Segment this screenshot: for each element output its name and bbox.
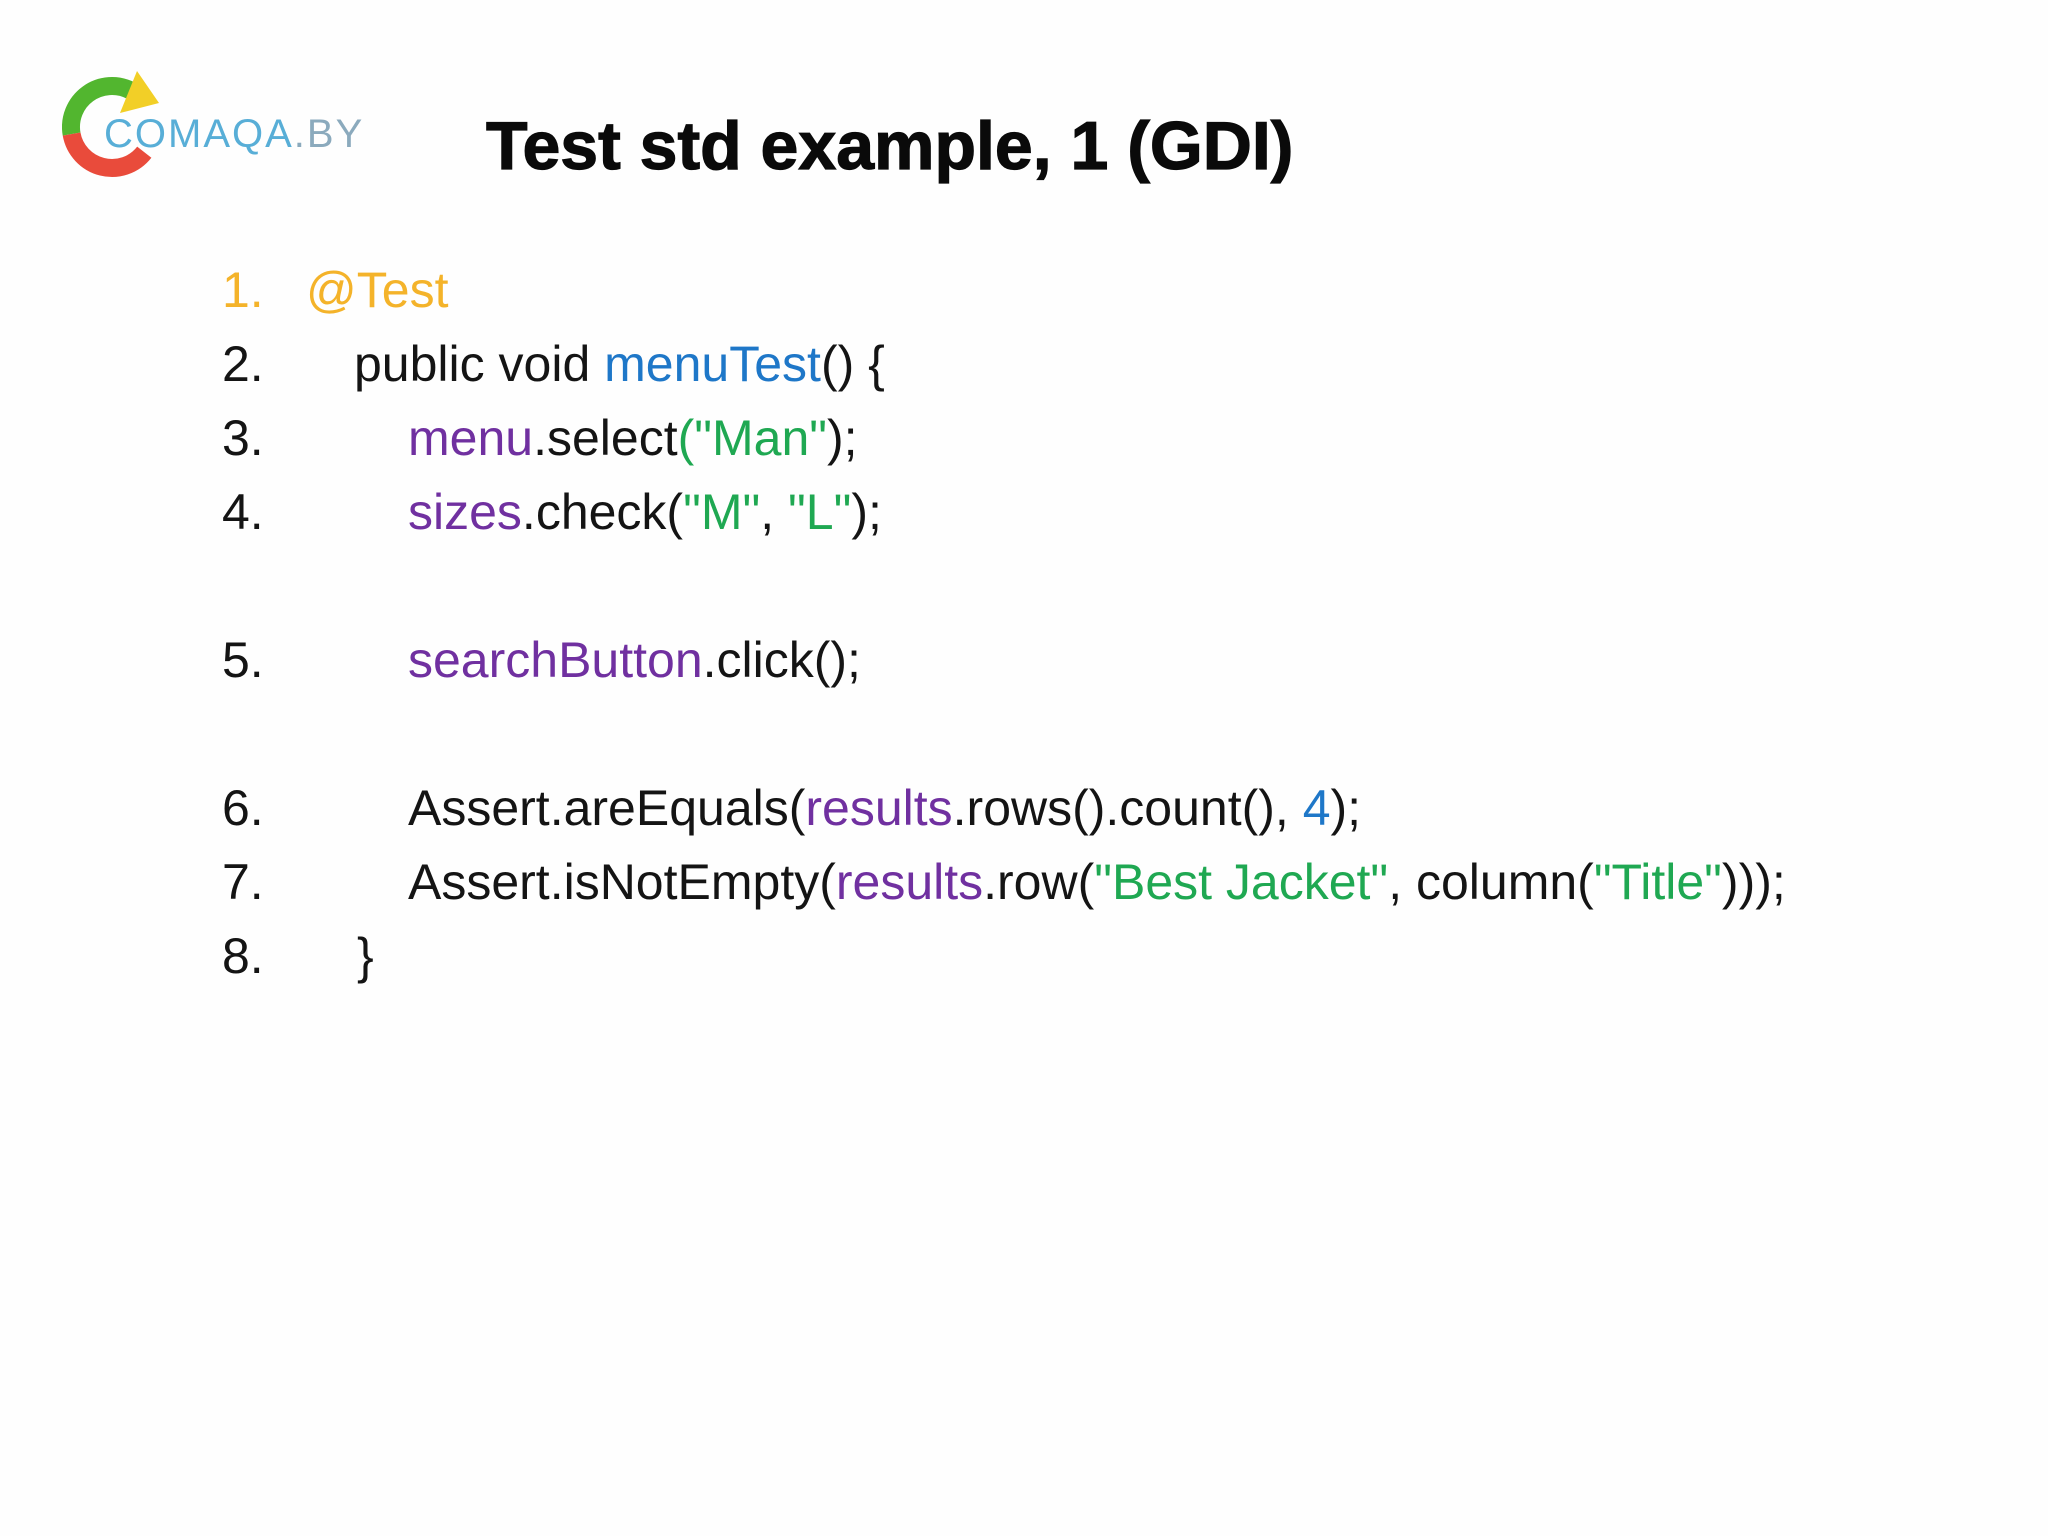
code-text: } <box>357 919 374 993</box>
code-token: Assert.areEquals( <box>408 780 806 836</box>
code-text: public void menuTest() { <box>354 327 885 401</box>
code-token: .rows().count(), <box>952 780 1303 836</box>
code-line-8: 8.} <box>0 919 2048 993</box>
code-line-6: 6. Assert.areEquals(results.rows().count(… <box>0 771 2048 845</box>
code-line-1: 1. @Test <box>0 253 2048 327</box>
line-number: 6. <box>222 780 264 836</box>
code-token: , <box>760 484 789 540</box>
code-token: menuTest <box>604 336 821 392</box>
code-token: "L" <box>788 484 852 540</box>
line-number: 8. <box>222 928 264 984</box>
line-number: 2. <box>222 336 264 392</box>
comaqa-logo: COMAQA.BY <box>0 0 420 210</box>
code-text: Assert.areEquals(results.rows().count(),… <box>408 771 1361 845</box>
code-token: ("Man" <box>677 410 828 466</box>
code-line-5: 5. searchButton.click(); <box>0 623 2048 697</box>
code-text: @Test <box>306 253 448 327</box>
line-number: 1. <box>222 262 264 318</box>
code-token: "Best Jacket" <box>1094 854 1389 910</box>
code-text: sizes.check("M", "L"); <box>408 475 882 549</box>
code-token: } <box>357 928 374 984</box>
logo-name: COMAQA <box>104 112 294 156</box>
line-number: 5. <box>222 632 264 688</box>
code-token: public void <box>354 336 605 392</box>
code-token: .click(); <box>702 632 861 688</box>
code-token: sizes <box>408 484 522 540</box>
code-line-4: 4. sizes.check("M", "L"); <box>0 475 2048 549</box>
code-token: Assert.isNotEmpty( <box>408 854 836 910</box>
code-token: , column( <box>1388 854 1594 910</box>
code-line-3: 3. menu.select("Man"); <box>0 401 2048 475</box>
line-number: 3. <box>222 410 264 466</box>
comaqa-logo-icon <box>62 71 159 177</box>
code-token: ); <box>851 484 882 540</box>
code-token: results <box>835 854 984 910</box>
code-token: ); <box>1330 780 1362 836</box>
code-text: Assert.isNotEmpty(results.row("Best Jack… <box>408 845 1786 919</box>
logo-tld: .BY <box>293 112 365 156</box>
logo-arc-green <box>62 77 136 136</box>
code-token: .check( <box>521 484 684 540</box>
logo-arc-red <box>62 132 152 177</box>
code-token: ); <box>827 410 858 466</box>
code-token: searchButton <box>408 632 703 688</box>
code-token: "Title" <box>1593 854 1722 910</box>
code-token: 4 <box>1302 780 1331 836</box>
slide-title: Test std example, 1 (GDI) <box>485 108 1294 184</box>
code-token: ))); <box>1721 854 1786 910</box>
code-token: .select <box>533 410 678 466</box>
code-line-2: 2. public void menuTest() { <box>0 327 2048 401</box>
code-token: menu <box>408 410 534 466</box>
code-token: "M" <box>683 484 761 540</box>
logo-arrow-icon <box>120 71 159 113</box>
code-token: @Test <box>306 262 449 318</box>
code-token: results <box>805 780 953 836</box>
code-token: .row( <box>983 854 1095 910</box>
code-token: () { <box>820 336 885 392</box>
line-number: 7. <box>222 854 264 910</box>
code-line-7: 7. Assert.isNotEmpty(results.row("Best Ja… <box>0 845 2048 919</box>
code-block: 1. @Test 2. public void menuTest() { 3. menu.… <box>0 253 2048 993</box>
code-text: searchButton.click(); <box>408 623 861 697</box>
logo-text: COMAQA.BY <box>104 112 364 157</box>
code-text: menu.select("Man"); <box>408 401 858 475</box>
line-number: 4. <box>222 484 264 540</box>
